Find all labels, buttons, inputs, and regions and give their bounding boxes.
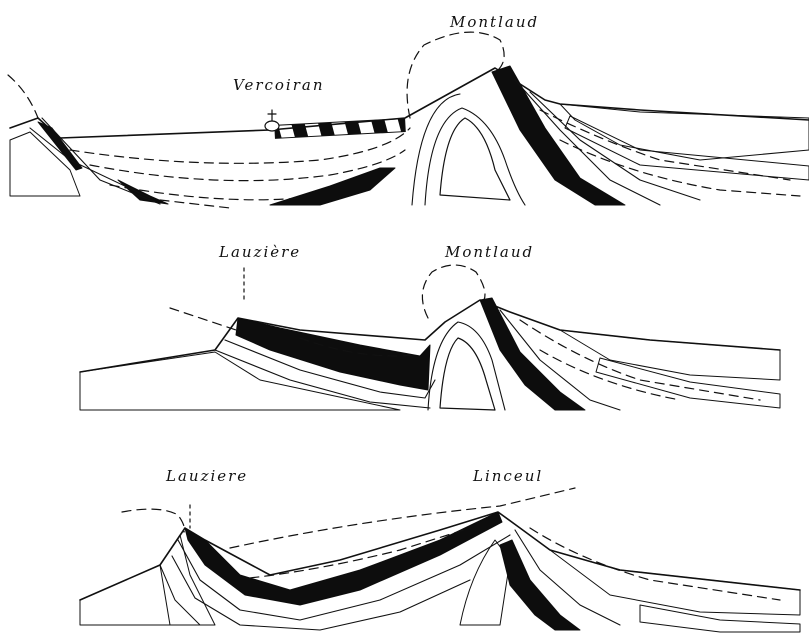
label-montlaud-2: Montlaud: [445, 243, 534, 261]
montlaud-eroded-outline: [422, 265, 485, 318]
left-bed-2: [42, 118, 160, 204]
label-linceul: Linceul: [473, 467, 543, 485]
right-hatched-strata-3: [550, 550, 800, 615]
section1-dashed-bed-4: [160, 200, 230, 208]
label-vercoiran: Vercoiran: [233, 76, 325, 94]
right-striped-bed: [565, 116, 809, 180]
right-thick-black-bed-2: [480, 298, 585, 410]
topographic-surface-2: [80, 300, 780, 372]
linceul-eroded-outline: [230, 488, 575, 548]
cross-section-1: [8, 32, 809, 208]
section1-striped-bed: [275, 119, 406, 139]
church-symbol-vercoiran: [265, 110, 279, 131]
eroded-outline-left-2: [170, 308, 236, 330]
right-striped-bed-2: [596, 358, 780, 408]
topographic-surface: [10, 68, 809, 138]
cross-section-3: [80, 488, 800, 632]
anticline-core-2: [440, 338, 495, 410]
eroded-outline-left-3: [122, 509, 184, 532]
right-dashed-bed-3a: [530, 528, 780, 600]
anticline-core: [440, 118, 510, 200]
right-limb-bed-3a: [515, 530, 620, 625]
right-dashed-bed-1: [540, 110, 790, 180]
left-hatched-basement: [10, 132, 80, 196]
center-black-lens: [270, 168, 395, 205]
right-thick-black-bed: [492, 66, 625, 205]
right-thick-black-bed-3: [500, 540, 580, 630]
eroded-outline-left: [8, 75, 38, 118]
right-striped-bed-3: [640, 605, 800, 632]
eroded-anticline-outline: [407, 32, 504, 118]
label-lauziere-2: Lauzière: [219, 243, 301, 261]
label-lauziere-3: Lauziere: [166, 467, 248, 485]
core-envelope-2a: [428, 322, 505, 410]
right-hatched-strata-2: [560, 330, 780, 380]
label-montlaud-1: Montlaud: [450, 13, 539, 31]
cross-section-2: [80, 265, 780, 410]
